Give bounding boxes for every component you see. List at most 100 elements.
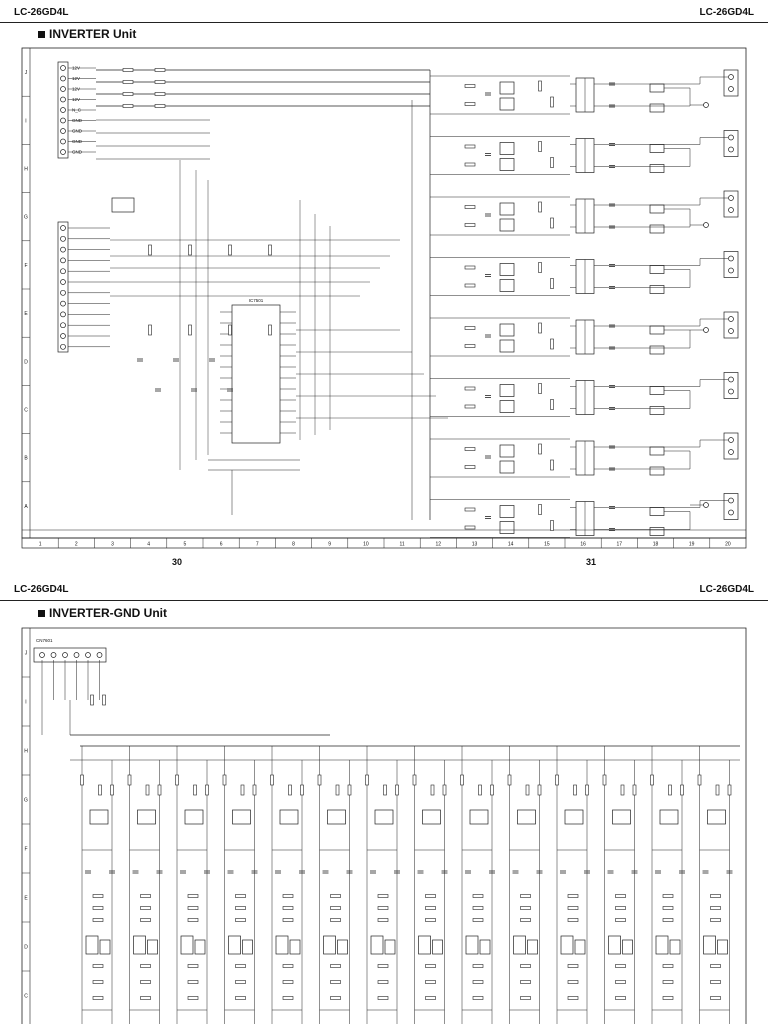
resistor-symbol: [377, 918, 389, 922]
resistor-symbol: [330, 894, 341, 898]
resistor-symbol: [377, 894, 389, 898]
resistor-symbol: [464, 223, 476, 227]
resistor-symbol: [122, 92, 134, 96]
resistor-symbol: [92, 906, 104, 910]
mosfet-symbol: [499, 323, 515, 337]
connector-cn7502: [57, 221, 69, 353]
gnd-stage: [507, 746, 543, 1024]
resistor-symbol: [187, 894, 199, 898]
resistor-symbol: [715, 784, 720, 796]
resistor-symbol: [252, 784, 257, 796]
resistor-symbol: [98, 784, 102, 796]
resistor-symbol: [92, 996, 104, 1000]
resistor-symbol: [268, 244, 272, 256]
terminal-symbol: [60, 257, 66, 264]
mosfet-symbol: [499, 460, 515, 474]
diode-block: [669, 939, 681, 955]
resistor-symbol: [122, 68, 134, 72]
resistor-symbol: [464, 265, 476, 270]
resistor-symbol: [282, 906, 294, 910]
resistor-symbol: [620, 784, 625, 796]
resistor-symbol: [464, 465, 476, 469]
transistor-symbol: [612, 809, 631, 825]
resistor-symbol: [140, 996, 151, 1000]
terminal-symbol: [728, 134, 734, 141]
resistor-symbol: [464, 507, 476, 512]
resistor-symbol: [520, 996, 531, 1000]
resistor-symbol: [377, 996, 389, 1000]
terminal-symbol: [60, 96, 66, 103]
resistor-symbol: [464, 404, 476, 409]
resistor-symbol: [330, 906, 341, 910]
resistor-symbol: [282, 894, 294, 898]
diode-block: [574, 939, 586, 955]
resistor-symbol: [92, 980, 104, 984]
resistor-symbol: [555, 774, 559, 786]
resistor-symbol: [615, 918, 626, 922]
terminal-symbol: [703, 327, 709, 333]
resistor-symbol: [288, 784, 292, 796]
transistor-symbol: [422, 809, 441, 825]
column-label: 11: [399, 542, 404, 548]
diode-block: [99, 939, 111, 955]
column-label: 1: [39, 542, 42, 548]
resistor-symbol: [240, 784, 245, 796]
resistor-symbol: [550, 459, 554, 471]
resistor-symbol: [330, 918, 341, 922]
diode-block: [147, 939, 158, 955]
terminal-symbol: [728, 497, 734, 504]
mosfet-symbol: [499, 81, 515, 95]
transistor-symbol: [279, 809, 299, 825]
resistor-symbol: [140, 894, 151, 898]
resistor-symbol: [92, 918, 104, 922]
terminal-symbol: [728, 255, 734, 262]
row-label: B: [24, 456, 28, 462]
diode-block: [649, 164, 665, 173]
resistor-symbol: [377, 964, 389, 968]
resistor-symbol: [520, 964, 531, 968]
bullet-square-icon: [38, 609, 45, 617]
output-connector: [723, 372, 739, 399]
resistor-symbol: [550, 96, 554, 108]
mosfet-symbol: [499, 202, 515, 216]
resistor-symbol: [148, 324, 152, 336]
resistor-symbol: [335, 784, 340, 796]
row-label: D: [24, 359, 28, 365]
diode-block: [527, 939, 538, 955]
column-label: 5: [184, 542, 187, 548]
resistor-symbol: [140, 980, 151, 984]
resistor-symbol: [330, 996, 341, 1000]
column-label: 20: [725, 542, 731, 548]
resistor-symbol: [662, 964, 674, 968]
resistor-symbol: [188, 244, 192, 256]
inverter-title-text: INVERTER Unit: [49, 27, 137, 41]
terminal-symbol: [60, 289, 66, 296]
diode-block: [228, 935, 241, 955]
resistor-symbol: [425, 980, 436, 984]
column-label: 14: [508, 542, 514, 548]
resistor-symbol: [464, 102, 476, 106]
inverter-title: INVERTER Unit: [38, 27, 136, 41]
resistor-symbol: [632, 784, 637, 796]
resistor-symbol: [567, 918, 579, 922]
resistor-symbol: [90, 694, 94, 706]
diode-block: [479, 939, 491, 955]
page-number-left: 30: [172, 557, 183, 567]
diode-block: [242, 939, 253, 955]
resistor-symbol: [615, 980, 626, 984]
inverter-gnd-title: INVERTER-GND Unit: [38, 606, 167, 620]
resistor-symbol: [460, 774, 464, 786]
resistor-symbol: [442, 784, 447, 796]
resistor-symbol: [205, 784, 209, 796]
inverter-channel: [430, 251, 739, 296]
resistor-symbol: [464, 144, 476, 149]
terminal-symbol: [60, 225, 66, 231]
resistor-symbol: [425, 964, 436, 968]
gnd-stage: [697, 746, 733, 1024]
diode-block: [649, 527, 665, 536]
resistor-symbol: [193, 784, 197, 796]
resistor-symbol: [550, 520, 554, 531]
diode-block: [337, 939, 348, 955]
row-label: H: [24, 749, 28, 755]
terminal-symbol: [703, 222, 709, 228]
